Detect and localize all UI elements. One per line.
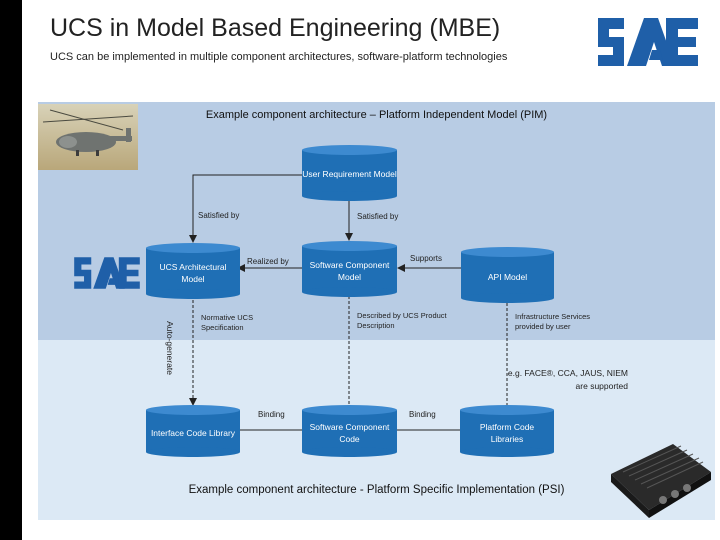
hardware-box-image [611, 444, 711, 518]
label-normative-spec: Normative UCS Specification [201, 313, 254, 332]
node-ucs-architectural: UCS Architectural Model [159, 262, 227, 284]
label-described-by: Described by UCS Product Description [357, 311, 447, 330]
cyl-software-component-code [302, 405, 397, 457]
cyl-ucs-architectural [146, 243, 240, 299]
node-platform-code-libraries: Platform Code Libraries [479, 422, 535, 444]
label-realized-by: Realized by [247, 257, 289, 266]
note-line-2: are supported [575, 381, 628, 391]
node-interface-code-library: Interface Code Library [150, 428, 236, 438]
node-software-component-code: Software Component Code [309, 422, 390, 444]
label-binding-left: Binding [258, 410, 285, 419]
left-accent-bar [0, 0, 22, 540]
supported-standards-note: e.g. FACE®, CCA, JAUS, NIEM are supporte… [508, 367, 628, 393]
label-binding-right: Binding [409, 410, 436, 419]
sae-logo-top [598, 18, 698, 66]
label-infrastructure: Infrastructure Services provided by user [515, 312, 591, 331]
label-supports: Supports [410, 254, 443, 263]
cyl-user-requirement [302, 145, 397, 201]
helicopter-image [38, 104, 138, 170]
node-software-component-model: Software Component Model [309, 260, 390, 282]
cyl-platform-code-libraries [460, 405, 554, 457]
node-api-model: API Model [487, 272, 528, 282]
psi-title: Example component architecture - Platfor… [188, 484, 565, 496]
edge-satisfied-left [189, 174, 302, 243]
label-satisfied-by-left: Satisfied by [198, 211, 240, 220]
slide-title: UCS in Model Based Engineering (MBE) [50, 14, 501, 42]
cyl-interface-code-library [146, 405, 240, 457]
node-user-requirement: User Requirement Model [302, 169, 397, 179]
pim-region [38, 102, 715, 340]
note-line-1: e.g. FACE®, CCA, JAUS, NIEM [507, 368, 628, 378]
label-auto-generate: Auto-generate [165, 321, 175, 375]
label-satisfied-by-right: Satisfied by [357, 212, 399, 221]
sae-logo-mid [74, 257, 140, 289]
cyl-api-model [461, 247, 554, 303]
cyl-software-component-model [302, 241, 397, 297]
pim-title: Example component architecture – Platfor… [205, 109, 548, 121]
slide-subtitle: UCS can be implemented in multiple compo… [50, 51, 508, 63]
